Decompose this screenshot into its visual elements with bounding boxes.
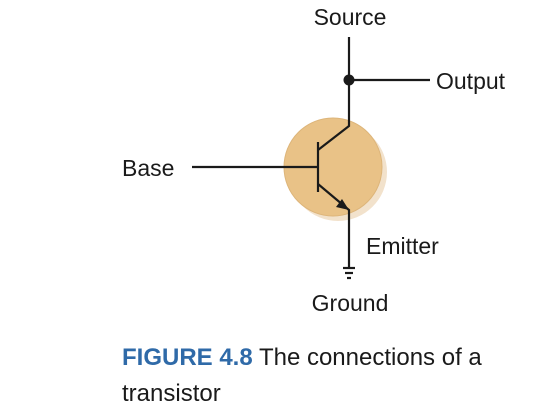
source-label: Source bbox=[314, 4, 387, 30]
ground-label: Ground bbox=[312, 290, 389, 316]
figure-number: FIGURE 4.8 bbox=[122, 344, 253, 371]
figure-caption: FIGURE 4.8 The connections of a transist… bbox=[122, 340, 522, 412]
output-label: Output bbox=[436, 68, 506, 94]
emitter-label: Emitter bbox=[366, 233, 439, 259]
emitter-arrow-icon bbox=[336, 199, 349, 210]
collector-lead bbox=[317, 80, 351, 151]
caption-text: The connections of a transistor bbox=[122, 344, 482, 407]
base-label: Base bbox=[122, 155, 174, 181]
